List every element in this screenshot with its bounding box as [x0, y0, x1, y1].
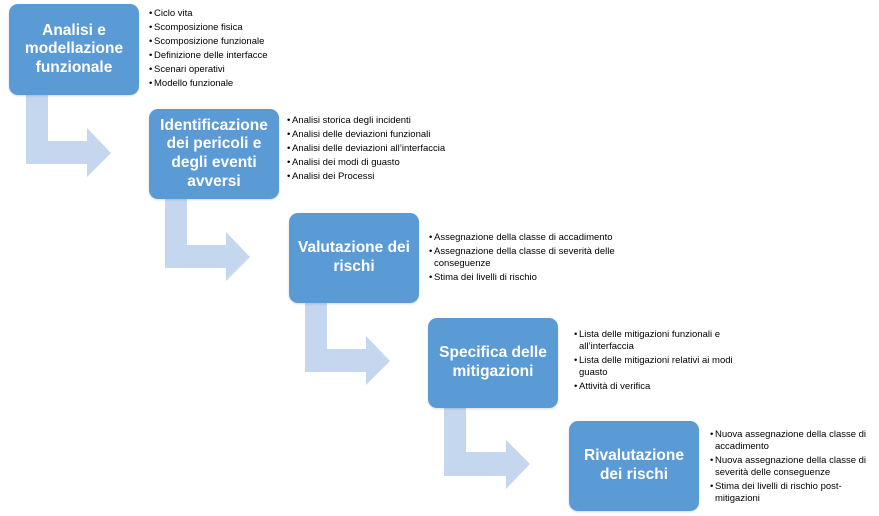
- step-title: Analisi e modellazione funzionale: [24, 21, 124, 76]
- step-list-functional-analysis: Ciclo vita Scomposizione fisica Scomposi…: [149, 8, 289, 92]
- list-item: Assegnazione della classe di severità de…: [429, 246, 629, 270]
- step-box-functional-analysis: Analisi e modellazione funzionale: [9, 4, 139, 95]
- list-item: Stima dei livelli di rischio: [429, 272, 629, 284]
- list-item: Lista delle mitigazioni funzionali e all…: [574, 329, 759, 353]
- step-box-risk-evaluation: Valutazione dei rischi: [289, 213, 419, 303]
- connector-arrow-2: [165, 199, 250, 281]
- list-item: Definizione delle interfacce: [149, 50, 289, 62]
- step-box-hazard-identification: Identificazione dei pericoli e degli eve…: [149, 109, 279, 199]
- step-box-risk-reevaluation: Rivalutazione dei rischi: [569, 421, 699, 511]
- list-item: Assegnazione della classe di accadimento: [429, 232, 629, 244]
- step-list-risk-reevaluation: Nuova assegnazione della classe di accad…: [710, 429, 875, 507]
- list-item: Lista delle mitigazioni relativi ai modi…: [574, 355, 759, 379]
- list-item: Analisi delle deviazioni all’interfaccia: [287, 143, 467, 155]
- list-item: Ciclo vita: [149, 8, 289, 20]
- list-item: Analisi dei modi di guasto: [287, 157, 467, 169]
- list-item: Scomposizione fisica: [149, 22, 289, 34]
- step-list-risk-evaluation: Assegnazione della classe di accadimento…: [429, 232, 629, 286]
- list-item: Analisi storica degli incidenti: [287, 115, 467, 127]
- step-title: Rivalutazione dei rischi: [584, 447, 684, 483]
- step-box-mitigation-spec: Specifica delle mitigazioni: [428, 318, 558, 408]
- connector-arrow-4: [444, 408, 530, 489]
- step-list-mitigation-spec: Lista delle mitigazioni funzionali e all…: [574, 329, 759, 395]
- list-item: Attività di verifica: [574, 381, 759, 393]
- list-item: Nuova assegnazione della classe di sever…: [710, 455, 875, 479]
- connector-arrow-3: [305, 303, 390, 385]
- step-title: Valutazione dei rischi: [298, 239, 410, 275]
- step-list-hazard-identification: Analisi storica degli incidenti Analisi …: [287, 115, 467, 185]
- list-item: Nuova assegnazione della classe di accad…: [710, 429, 875, 453]
- list-item: Analisi dei Processi: [287, 171, 467, 183]
- list-item: Scomposizione funzionale: [149, 36, 289, 48]
- step-title: Specifica delle mitigazioni: [439, 344, 547, 380]
- list-item: Analisi delle deviazioni funzionali: [287, 129, 467, 141]
- step-title: Identificazione dei pericoli e degli eve…: [160, 116, 268, 190]
- list-item: Scenari operativi: [149, 64, 289, 76]
- list-item: Modello funzionale: [149, 78, 289, 90]
- connector-arrow-1: [26, 95, 111, 177]
- list-item: Stima dei livelli di rischio post-mitiga…: [710, 481, 875, 505]
